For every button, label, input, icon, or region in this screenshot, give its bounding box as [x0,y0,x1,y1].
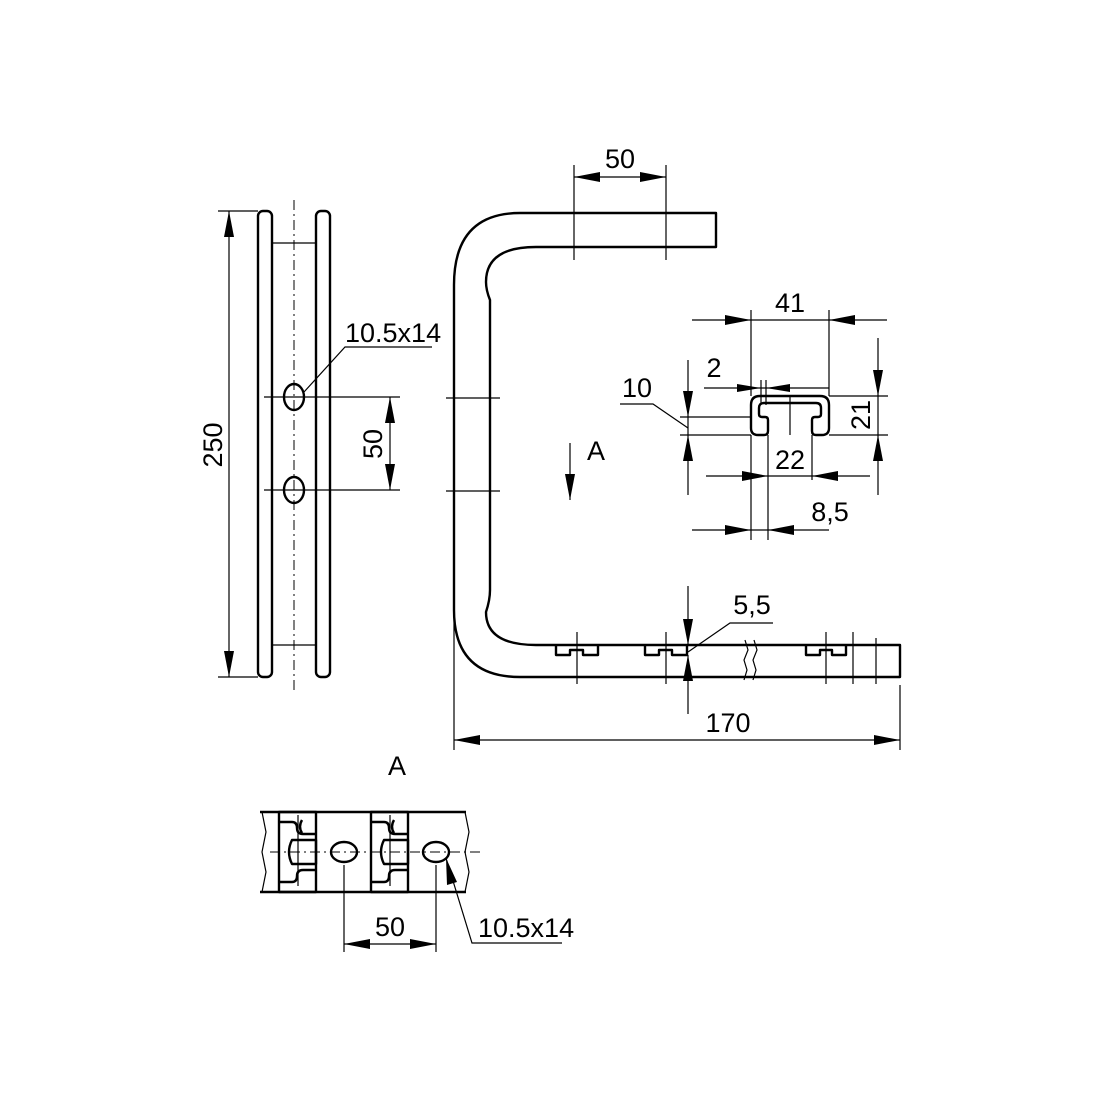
front-view: 50 A 5,5 170 [446,144,902,750]
dim-50-top: 50 [605,144,635,174]
dim-41: 41 [775,288,805,318]
dim-5-5: 5,5 [733,590,771,620]
bracket-profile [452,211,902,679]
dim-10: 10 [622,373,652,403]
section-arrow-a: A [587,436,605,466]
dim-8-5: 8,5 [811,497,849,527]
dim-50-side: 50 [358,429,388,459]
side-view: 250 50 10.5x14 [198,200,441,690]
dim-2: 2 [706,353,721,383]
view-a: A 50 [260,751,574,952]
dim-170: 170 [705,708,750,738]
channel-section: 41 2 10 21 22 8,5 [620,288,888,540]
side-left-flange [256,209,274,679]
view-a-hole-2 [421,840,451,864]
channel-profile [749,394,831,437]
dim-22: 22 [775,445,805,475]
dim-21: 21 [846,400,876,430]
dim-hole-view-a: 10.5x14 [478,913,574,943]
dim-250: 250 [198,422,228,467]
dim-50-view-a: 50 [375,912,405,942]
view-a-title: A [388,751,406,781]
side-right-flange [314,209,332,679]
dim-hole-side: 10.5x14 [345,318,441,348]
